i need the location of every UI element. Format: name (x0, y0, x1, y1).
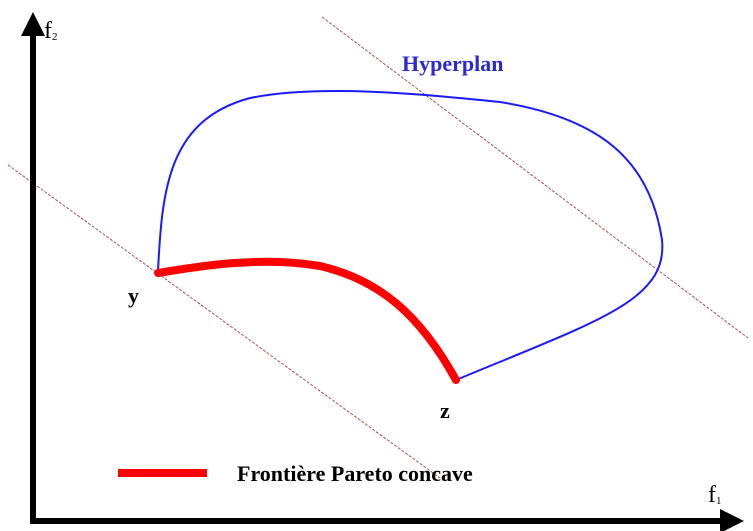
hyperplane-line-upper (321, 16, 749, 339)
hyperplan-label: Hyperplan (402, 51, 503, 76)
y-axis-label: f2 (44, 18, 58, 44)
legend-label: Frontière Pareto concave (237, 461, 473, 486)
point-z-label: z (440, 398, 450, 423)
hyperplane-line-lower (7, 164, 441, 479)
point-y-label: y (128, 283, 139, 308)
feasible-region-outline (157, 90, 664, 381)
pareto-front-curve (154, 257, 460, 384)
x-axis-label: f1 (708, 482, 722, 508)
